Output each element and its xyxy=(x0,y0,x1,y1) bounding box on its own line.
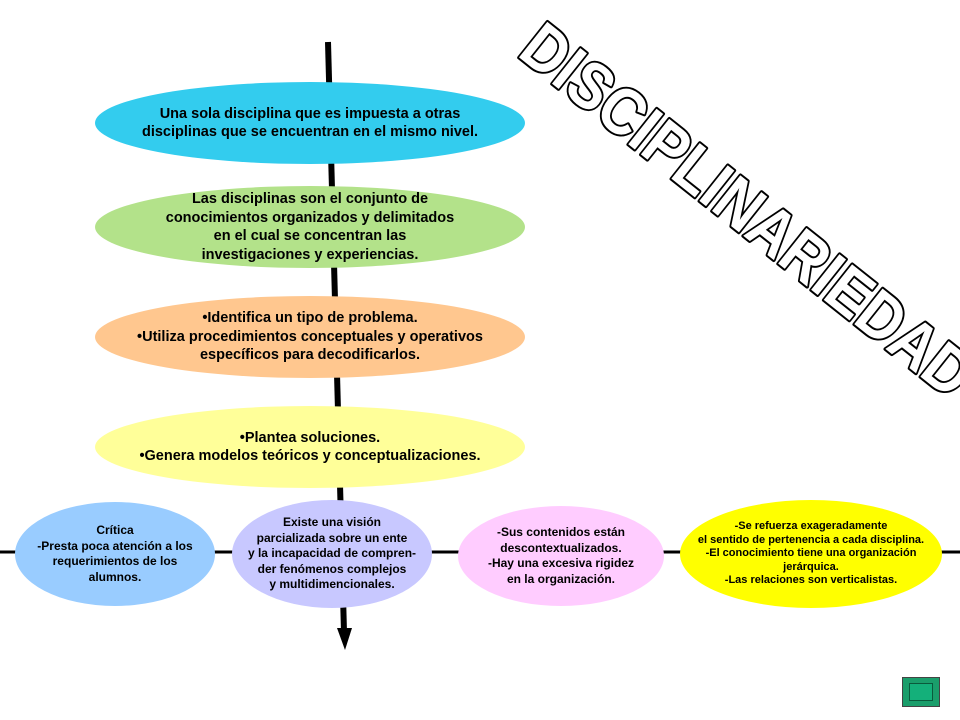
ellipse-critique: Crítica -Presta poca atención a los requ… xyxy=(15,502,215,606)
ellipse-solutions: •Plantea soluciones. •Genera modelos teó… xyxy=(95,406,525,488)
ellipse-contents: -Sus contenidos están descontextualizado… xyxy=(458,506,664,606)
ellipse-partial-view-text: Existe una visión parcializada sobre un … xyxy=(247,515,417,592)
ellipse-disciplines-text: Las disciplinas son el conjunto de conoc… xyxy=(165,191,455,263)
page-title: DISCIPLINARIEDAD xyxy=(507,8,960,411)
ellipse-disciplines: Las disciplinas son el conjunto de conoc… xyxy=(95,186,525,268)
ellipse-identifies-text: •Identifica un tipo de problema. •Utiliz… xyxy=(137,310,483,364)
ellipse-solutions-text: •Plantea soluciones. •Genera modelos teó… xyxy=(139,429,481,465)
arrow-head-icon xyxy=(337,628,352,650)
nav-next-button[interactable] xyxy=(902,677,940,707)
nav-next-icon xyxy=(909,683,933,701)
ellipse-identifies: •Identifica un tipo de problema. •Utiliz… xyxy=(95,296,525,378)
ellipse-reinforces: -Se refuerza exageradamente el sentido d… xyxy=(680,500,942,608)
ellipse-definition: Una sola disciplina que es impuesta a ot… xyxy=(95,82,525,164)
ellipse-reinforces-text: -Se refuerza exageradamente el sentido d… xyxy=(697,520,925,587)
ellipse-contents-text: -Sus contenidos están descontextualizado… xyxy=(487,525,635,586)
ellipse-definition-text: Una sola disciplina que es impuesta a ot… xyxy=(141,105,479,141)
ellipse-partial-view: Existe una visión parcializada sobre un … xyxy=(232,500,432,608)
ellipse-critique-text: Crítica -Presta poca atención a los requ… xyxy=(37,523,193,584)
